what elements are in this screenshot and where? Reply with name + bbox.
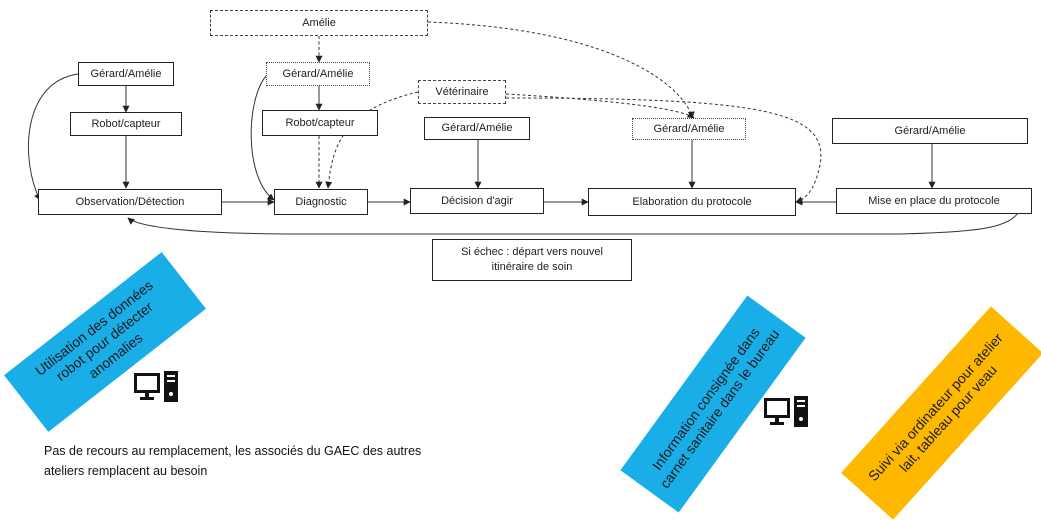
node-elaboration-protocole: Elaboration du protocole <box>588 188 796 216</box>
arrow-vet-elaboration <box>505 97 822 204</box>
arrow-vet-diagnostic <box>325 91 419 189</box>
node-robot-capteur-1: Robot/capteur <box>70 112 182 136</box>
node-si-echec: Si échec : départ vers nouvel itinéraire… <box>432 239 632 281</box>
node-robot-capteur-2: Robot/capteur <box>262 110 378 136</box>
node-gerard-amelie-5: Gérard/Amélie <box>832 118 1028 144</box>
node-amelie: Amélie <box>210 10 428 36</box>
arrow-vet-ga4 <box>505 93 695 119</box>
node-decision-agir: Décision d'agir <box>410 188 544 214</box>
arrow-ga1-observation-curve <box>27 73 79 201</box>
node-diagnostic: Diagnostic <box>274 189 368 215</box>
node-observation-detection: Observation/Détection <box>38 189 222 215</box>
node-gerard-amelie-1: Gérard/Amélie <box>78 62 174 86</box>
node-mise-en-place: Mise en place du protocole <box>836 188 1032 214</box>
node-gerard-amelie-4: Gérard/Amélie <box>632 118 746 140</box>
arrow-failure-loop <box>127 209 1021 235</box>
arrow-ga2-diagnostic-curve <box>250 75 275 201</box>
computer-icon <box>764 396 808 427</box>
node-gerard-amelie-2: Gérard/Amélie <box>266 62 370 86</box>
arrow-amelie-elaboration <box>427 21 695 119</box>
computer-icon <box>134 371 178 402</box>
note-remplacement: Pas de recours au remplacement, les asso… <box>44 444 422 478</box>
node-gerard-amelie-3: Gérard/Amélie <box>424 117 530 140</box>
node-veterinaire: Vétérinaire <box>418 80 506 104</box>
